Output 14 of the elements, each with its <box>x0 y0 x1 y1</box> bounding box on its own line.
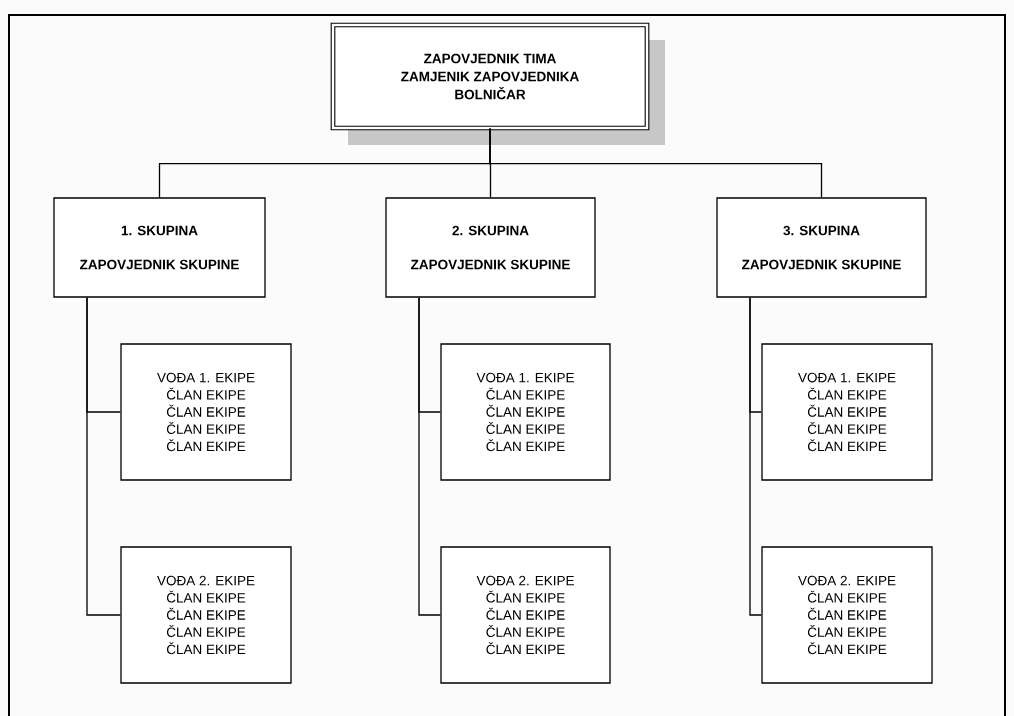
title-box: ZAPOVJEDNIK TIMA ZAMJENIK ZAPOVJEDNIKA BOLNIČAR <box>330 22 665 145</box>
team-box: VOĐA 2. EKIPE ČLAN EKIPE ČLAN EKIPE ČLAN EKIPE ČLAN EKIPE <box>761 546 933 684</box>
group-box: 3. SKUPINA ZAPOVJEDNIK SKUPINE <box>716 197 927 298</box>
connector-line <box>749 297 762 616</box>
connector-line <box>418 297 441 616</box>
team-box: VOĐA 2. EKIPE ČLAN EKIPE ČLAN EKIPE ČLAN EKIPE ČLAN EKIPE <box>440 546 611 684</box>
team-box: VOĐA 1. EKIPE ČLAN EKIPE ČLAN EKIPE ČLAN EKIPE ČLAN EKIPE <box>440 343 611 481</box>
team-box: VOĐA 1. EKIPE ČLAN EKIPE ČLAN EKIPE ČLAN EKIPE ČLAN EKIPE <box>761 343 933 481</box>
connector-line <box>86 297 121 616</box>
team-box: VOĐA 1. EKIPE ČLAN EKIPE ČLAN EKIPE ČLAN EKIPE ČLAN EKIPE <box>120 343 292 481</box>
group-box: 2. SKUPINA ZAPOVJEDNIK SKUPINE <box>385 197 596 298</box>
connector-line <box>489 127 823 198</box>
group-box: 1. SKUPINA ZAPOVJEDNIK SKUPINE <box>53 197 266 298</box>
team-box: VOĐA 2. EKIPE ČLAN EKIPE ČLAN EKIPE ČLAN EKIPE ČLAN EKIPE <box>120 546 292 684</box>
